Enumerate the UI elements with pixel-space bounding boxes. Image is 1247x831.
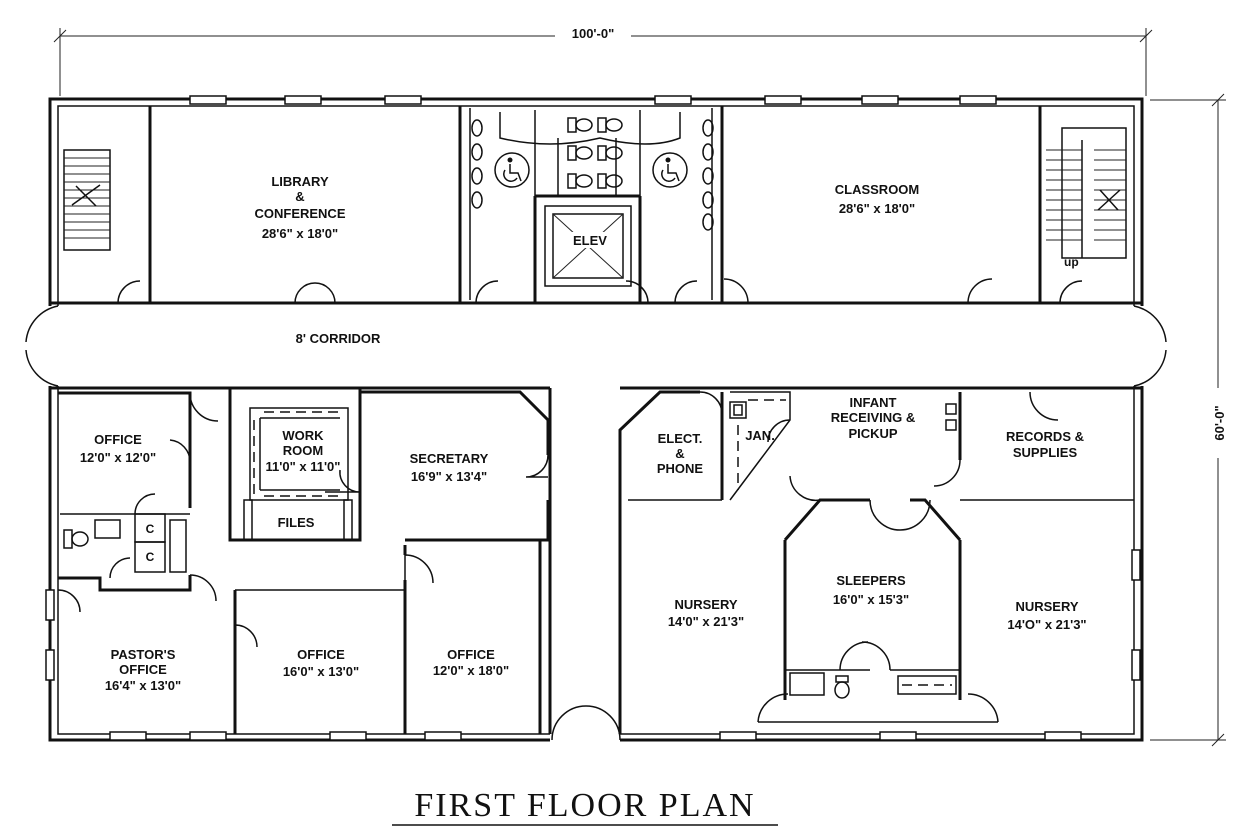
rooms-work-room-name-1: ROOM bbox=[283, 443, 323, 458]
rooms-office-mid-name-0: OFFICE bbox=[297, 647, 345, 662]
office-nw-label: OFFICE 12'0" x 12'0" bbox=[80, 432, 156, 465]
rooms-nursery-left-name-0: NURSERY bbox=[674, 597, 737, 612]
north-interior-walls bbox=[50, 106, 1142, 305]
rooms-nursery-right-name-0: NURSERY bbox=[1015, 599, 1078, 614]
rooms-records-name-1: SUPPLIES bbox=[1013, 445, 1078, 460]
door-swing-icon bbox=[25, 278, 1167, 741]
rooms-classroom-size: 28'6" x 18'0" bbox=[839, 201, 915, 216]
plan-title: FIRST FLOOR PLAN bbox=[392, 787, 778, 826]
office-mid-label: OFFICE 16'0" x 13'0" bbox=[283, 647, 359, 679]
rooms-sleepers-name-0: SLEEPERS bbox=[836, 573, 906, 588]
janitor-closet bbox=[729, 399, 957, 490]
nursery-right-label: NURSERY 14'O" x 21'3" bbox=[1007, 599, 1086, 632]
restrooms bbox=[469, 108, 714, 300]
pastor-office-label: PASTOR'S OFFICE 16'4" x 13'0" bbox=[105, 647, 181, 693]
southwest-walls bbox=[50, 386, 552, 734]
southwest-closets bbox=[63, 493, 187, 579]
windows bbox=[45, 95, 1141, 741]
wheelchair-icon bbox=[494, 152, 530, 188]
files-label: FILES bbox=[278, 515, 315, 530]
toilet-icon bbox=[567, 117, 623, 189]
rooms-nursery-right-size: 14'O" x 21'3" bbox=[1007, 617, 1086, 632]
work-room-label: WORK ROOM 11'0" x 11'0" bbox=[266, 428, 341, 474]
southeast-walls bbox=[618, 386, 1142, 734]
rooms-library-size: 28'6" x 18'0" bbox=[262, 226, 338, 241]
rooms-infant-name-0: INFANT bbox=[850, 395, 897, 410]
rooms-office-right-name-0: OFFICE bbox=[447, 647, 495, 662]
records-label: RECORDS & SUPPLIES bbox=[1006, 429, 1084, 460]
rooms-work-room-size: 11'0" x 11'0" bbox=[266, 459, 341, 474]
corridor-label: 8' CORRIDOR bbox=[296, 331, 381, 346]
elevator-icon: ELEV bbox=[544, 205, 632, 287]
rooms-office-nw-name-0: OFFICE bbox=[94, 432, 142, 447]
stair-east: up bbox=[1046, 127, 1127, 269]
rooms-secretary-name-0: SECRETARY bbox=[410, 451, 489, 466]
infant-label: INFANT RECEIVING & PICKUP bbox=[831, 395, 916, 441]
rooms-sleepers-size: 16'0" x 15'3" bbox=[833, 592, 909, 607]
rooms-office-nw-size: 12'0" x 12'0" bbox=[80, 450, 156, 465]
elect-phone-label: ELECT. & PHONE bbox=[657, 431, 704, 476]
work-room bbox=[243, 407, 361, 541]
rooms-records-name-0: RECORDS & bbox=[1006, 429, 1084, 444]
jan-label: JAN. bbox=[745, 428, 775, 443]
rooms-elect-name-1: & bbox=[675, 446, 684, 461]
stair-break-icon bbox=[1097, 189, 1121, 211]
rooms-library-name-0: LIBRARY bbox=[271, 174, 329, 189]
door-swing-icon bbox=[57, 392, 549, 648]
closet-1-label: C bbox=[146, 522, 155, 536]
rooms-pastor-size: 16'4" x 13'0" bbox=[105, 678, 181, 693]
sink-icon bbox=[471, 119, 714, 231]
wheelchair-icon bbox=[652, 152, 688, 188]
rooms-infant-name-1: RECEIVING & bbox=[831, 410, 916, 425]
rooms-nursery-left-size: 14'0" x 21'3" bbox=[668, 614, 744, 629]
door-swing-icon bbox=[699, 391, 1059, 671]
stair-up-label: up bbox=[1064, 255, 1079, 269]
rooms-elect-name-0: ELECT. bbox=[658, 431, 703, 446]
office-right-label: OFFICE 12'0" x 18'0" bbox=[433, 647, 509, 678]
rooms-pastor-name-0: PASTOR'S bbox=[111, 647, 176, 662]
width-dimension: 100'-0" bbox=[53, 26, 1153, 96]
rooms-office-right-size: 12'0" x 18'0" bbox=[433, 663, 509, 678]
closet-2-label: C bbox=[146, 550, 155, 564]
rooms-work-room-name-0: WORK bbox=[282, 428, 324, 443]
depth-dimension: 60'-0" bbox=[1150, 93, 1228, 747]
stair-break-icon bbox=[71, 184, 101, 207]
stair-west bbox=[63, 149, 111, 251]
rooms-classroom-name-0: CLASSROOM bbox=[835, 182, 920, 197]
elevator-label: ELEV bbox=[573, 233, 607, 248]
classroom-label: CLASSROOM 28'6" x 18'0" bbox=[835, 182, 920, 216]
rooms-infant-name-2: PICKUP bbox=[848, 426, 897, 441]
rooms-office-mid-size: 16'0" x 13'0" bbox=[283, 664, 359, 679]
exterior-walls bbox=[44, 97, 1148, 744]
plan-title-text: FIRST FLOOR PLAN bbox=[414, 787, 755, 824]
toilet-icon bbox=[834, 675, 850, 699]
rooms-library-name-2: CONFERENCE bbox=[254, 206, 345, 221]
rooms-secretary-size: 16'9" x 13'4" bbox=[411, 469, 487, 484]
nursery-left-label: NURSERY 14'0" x 21'3" bbox=[668, 597, 744, 629]
dimension-depth-label: 60'-0" bbox=[1212, 405, 1227, 440]
rooms-elect-name-2: PHONE bbox=[657, 461, 704, 476]
dimension-width-label: 100'-0" bbox=[572, 26, 615, 41]
sleepers-label: SLEEPERS 16'0" x 15'3" bbox=[833, 573, 909, 607]
rooms-library-name-1: & bbox=[295, 189, 304, 204]
library-label: LIBRARY & CONFERENCE 28'6" x 18'0" bbox=[254, 174, 345, 241]
secretary-label: SECRETARY 16'9" x 13'4" bbox=[410, 451, 489, 484]
rooms-pastor-name-1: OFFICE bbox=[119, 662, 167, 677]
toilet-icon bbox=[63, 529, 89, 549]
